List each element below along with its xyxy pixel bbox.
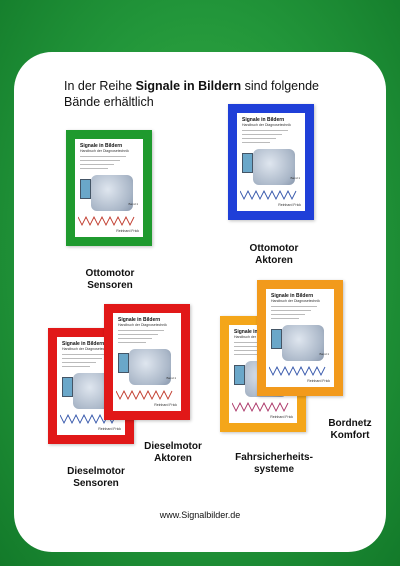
signal-wave-icon xyxy=(240,189,297,201)
engine-photo xyxy=(91,175,133,211)
book-author: Reinhard Frick xyxy=(270,415,293,419)
engine-photo xyxy=(282,325,324,361)
intro-prefix: In der Reihe xyxy=(64,79,136,93)
book-title: Signale in Bildern xyxy=(271,293,314,299)
oscilloscope-icon xyxy=(234,365,245,385)
website-link[interactable]: www.Signalbilder.de xyxy=(159,510,241,520)
book-author: Reinhard Frick xyxy=(307,379,330,383)
engine-photo xyxy=(253,149,295,185)
signal-wave-icon xyxy=(78,215,135,227)
book-cover-page: Signale in Bildern Handbuch der Diagnose… xyxy=(75,139,143,237)
book-author: Reinhard Frick xyxy=(98,427,121,431)
book-bordnetz-komfort[interactable]: Signale in Bildern Handbuch der Diagnose… xyxy=(257,280,343,396)
book-volume: Band 1 xyxy=(290,176,300,180)
book-ottomotor-sensoren[interactable]: Signale in Bildern Handbuch der Diagnose… xyxy=(66,130,152,246)
book-volume: Band 1 xyxy=(166,376,176,380)
book-title: Signale in Bildern xyxy=(242,117,285,123)
oscilloscope-icon xyxy=(242,153,253,173)
label-bordnetz-komfort: Bordnetz Komfort xyxy=(328,418,372,441)
oscilloscope-icon xyxy=(80,179,91,199)
book-cover-page: Signale in Bildern Handbuch der Diagnose… xyxy=(113,313,181,411)
book-author: Reinhard Frick xyxy=(278,203,301,207)
signal-wave-icon xyxy=(116,389,173,401)
book-ottomotor-aktoren[interactable]: Signale in Bildern Handbuch der Diagnose… xyxy=(228,104,314,220)
book-dieselmotor-aktoren[interactable]: Signale in Bildern Handbuch der Diagnose… xyxy=(104,304,190,420)
book-title: Signale in Bildern xyxy=(80,143,123,149)
signal-wave-icon xyxy=(269,365,326,377)
label-ottomotor-sensoren: Ottomotor Sensoren xyxy=(85,268,135,291)
label-dieselmotor-aktoren: Dieselmotor Aktoren xyxy=(144,441,202,464)
book-author: Reinhard Frick xyxy=(116,229,139,233)
book-subtitle: Handbuch der Diagnosetechnik xyxy=(62,347,111,351)
oscilloscope-icon xyxy=(271,329,282,349)
book-cover-page: Signale in Bildern Handbuch der Diagnose… xyxy=(266,289,334,387)
book-subtitle: Handbuch der Diagnosetechnik xyxy=(242,123,291,127)
book-subtitle: Handbuch der Diagnosetechnik xyxy=(118,323,167,327)
label-fahrsicherheitssysteme: Fahrsicherheits- systeme xyxy=(235,452,313,475)
series-name: Signale in Bildern xyxy=(135,79,242,93)
label-dieselmotor-sensoren: Dieselmotor Sensoren xyxy=(67,466,125,489)
book-title: Signale in Bildern xyxy=(62,341,105,347)
oscilloscope-icon xyxy=(62,377,73,397)
book-subtitle: Handbuch der Diagnosetechnik xyxy=(80,149,129,153)
book-volume: Band 1 xyxy=(128,202,138,206)
book-author: Reinhard Frick xyxy=(154,403,177,407)
book-subtitle: Handbuch der Diagnosetechnik xyxy=(271,299,320,303)
engine-photo xyxy=(129,349,171,385)
oscilloscope-icon xyxy=(118,353,129,373)
label-ottomotor-aktoren: Ottomotor Aktoren xyxy=(249,243,299,266)
book-title: Signale in Bildern xyxy=(234,329,277,335)
intro-suffix: sind folgende Bände erhältlich xyxy=(64,79,319,109)
intro-text: In der Reihe Signale in Bildern sind fol… xyxy=(64,78,344,110)
book-volume: Band 1 xyxy=(319,352,329,356)
book-cover-page: Signale in Bildern Handbuch der Diagnose… xyxy=(237,113,305,211)
book-title: Signale in Bildern xyxy=(118,317,161,323)
signal-wave-icon xyxy=(232,401,289,413)
